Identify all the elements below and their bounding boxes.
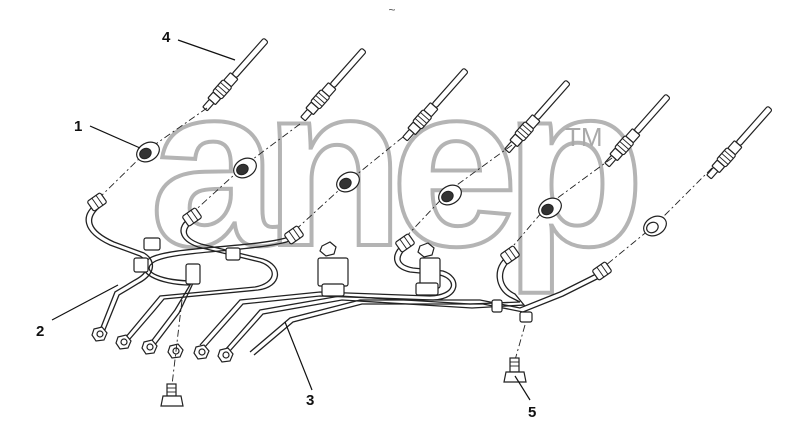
seal-washer xyxy=(136,141,160,163)
mounting-bolts xyxy=(160,299,527,407)
seal-washer xyxy=(438,184,462,206)
injector-nozzle xyxy=(402,68,469,142)
callout-3: 3 xyxy=(306,392,314,409)
pump-side-fittings xyxy=(91,326,234,363)
watermark: anep TM xyxy=(148,35,652,296)
watermark-text: anep xyxy=(150,37,636,294)
seal-washers xyxy=(136,141,667,237)
seal-washer xyxy=(233,157,257,179)
injector-nozzle xyxy=(504,80,571,154)
callout-4: 4 xyxy=(162,29,171,46)
injector-nozzle xyxy=(706,106,773,180)
injector-nozzle xyxy=(300,48,367,122)
seal-washer xyxy=(336,171,360,193)
injector-nozzles xyxy=(202,38,773,180)
callout-1: 1 xyxy=(74,118,82,135)
callout-labels: 1 2 3 4 5 xyxy=(36,29,536,421)
callout-2: 2 xyxy=(36,323,44,340)
line-fittings xyxy=(87,192,612,281)
mounting-bolt xyxy=(503,324,527,383)
header-mark: ~ xyxy=(388,3,395,17)
line-clamps xyxy=(133,237,533,323)
watermark-trademark: TM xyxy=(565,122,603,152)
mounting-bolt xyxy=(160,299,184,407)
seal-washer xyxy=(643,215,667,237)
injector-nozzle xyxy=(604,94,671,168)
callout-5: 5 xyxy=(528,404,536,421)
callout-leaders xyxy=(51,39,531,401)
injector-nozzle xyxy=(202,38,269,112)
fuel-lines xyxy=(85,202,604,356)
seal-washer xyxy=(538,197,562,219)
